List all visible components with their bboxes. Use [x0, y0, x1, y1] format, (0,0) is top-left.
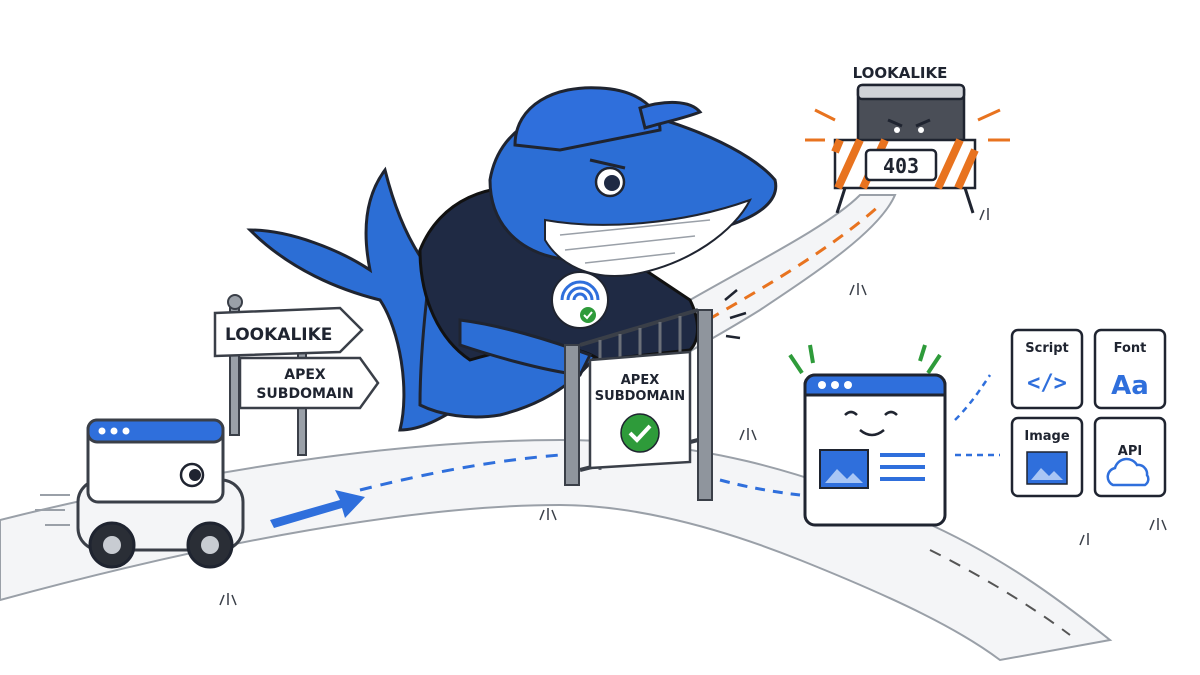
security-gate: APEX SUBDOMAIN: [564, 289, 747, 501]
whale-belly: [544, 198, 753, 277]
gate-sign-line1: APEX: [621, 373, 660, 388]
browser-car: [35, 418, 245, 569]
upper-road-dashes: [689, 203, 882, 332]
blocked-lookalike-site: LOOKALIKE 403: [805, 64, 1010, 214]
direction-arrow: [270, 490, 365, 528]
exit-road-dashes: [719, 478, 801, 497]
gate-sign-line2: SUBDOMAIN: [595, 389, 685, 404]
gate-sign: [588, 350, 692, 470]
status-403: 403: [883, 154, 919, 178]
apex-sign-line2: SUBDOMAIN: [256, 386, 353, 402]
resource-tile-script: Script </>: [1010, 328, 1084, 410]
blocked-site-label: LOOKALIKE: [853, 64, 948, 82]
main-road-dashes: [359, 453, 561, 492]
resource-label-image: Image: [1024, 429, 1069, 444]
resource-label-font: Font: [1114, 341, 1147, 356]
checkmark-icon: [620, 413, 660, 453]
lookalike-sign-label: LOOKALIKE: [225, 325, 332, 345]
font-icon: Aa: [1111, 371, 1149, 401]
shield-badge: [551, 271, 609, 329]
resource-label-api: API: [1118, 444, 1142, 459]
apex-sign-line1: APEX: [284, 367, 326, 383]
grass-tufts: [219, 208, 1167, 606]
whale-cap-brim: [638, 100, 703, 130]
direction-signpost: LOOKALIKE APEX SUBDOMAIN: [213, 294, 380, 456]
wifi-shield-icon: [560, 280, 600, 301]
resource-label-script: Script: [1025, 341, 1068, 356]
cloud-icon: [1106, 457, 1150, 487]
resource-tile-api: API: [1093, 416, 1167, 498]
code-icon: </>: [1027, 371, 1067, 396]
resource-tile-image: Image: [1010, 416, 1084, 498]
apex-subdomain-sign: [238, 356, 380, 410]
resource-tile-font: Font Aa: [1093, 328, 1167, 410]
lookalike-sign: [213, 306, 364, 358]
happy-website: [788, 344, 1000, 527]
